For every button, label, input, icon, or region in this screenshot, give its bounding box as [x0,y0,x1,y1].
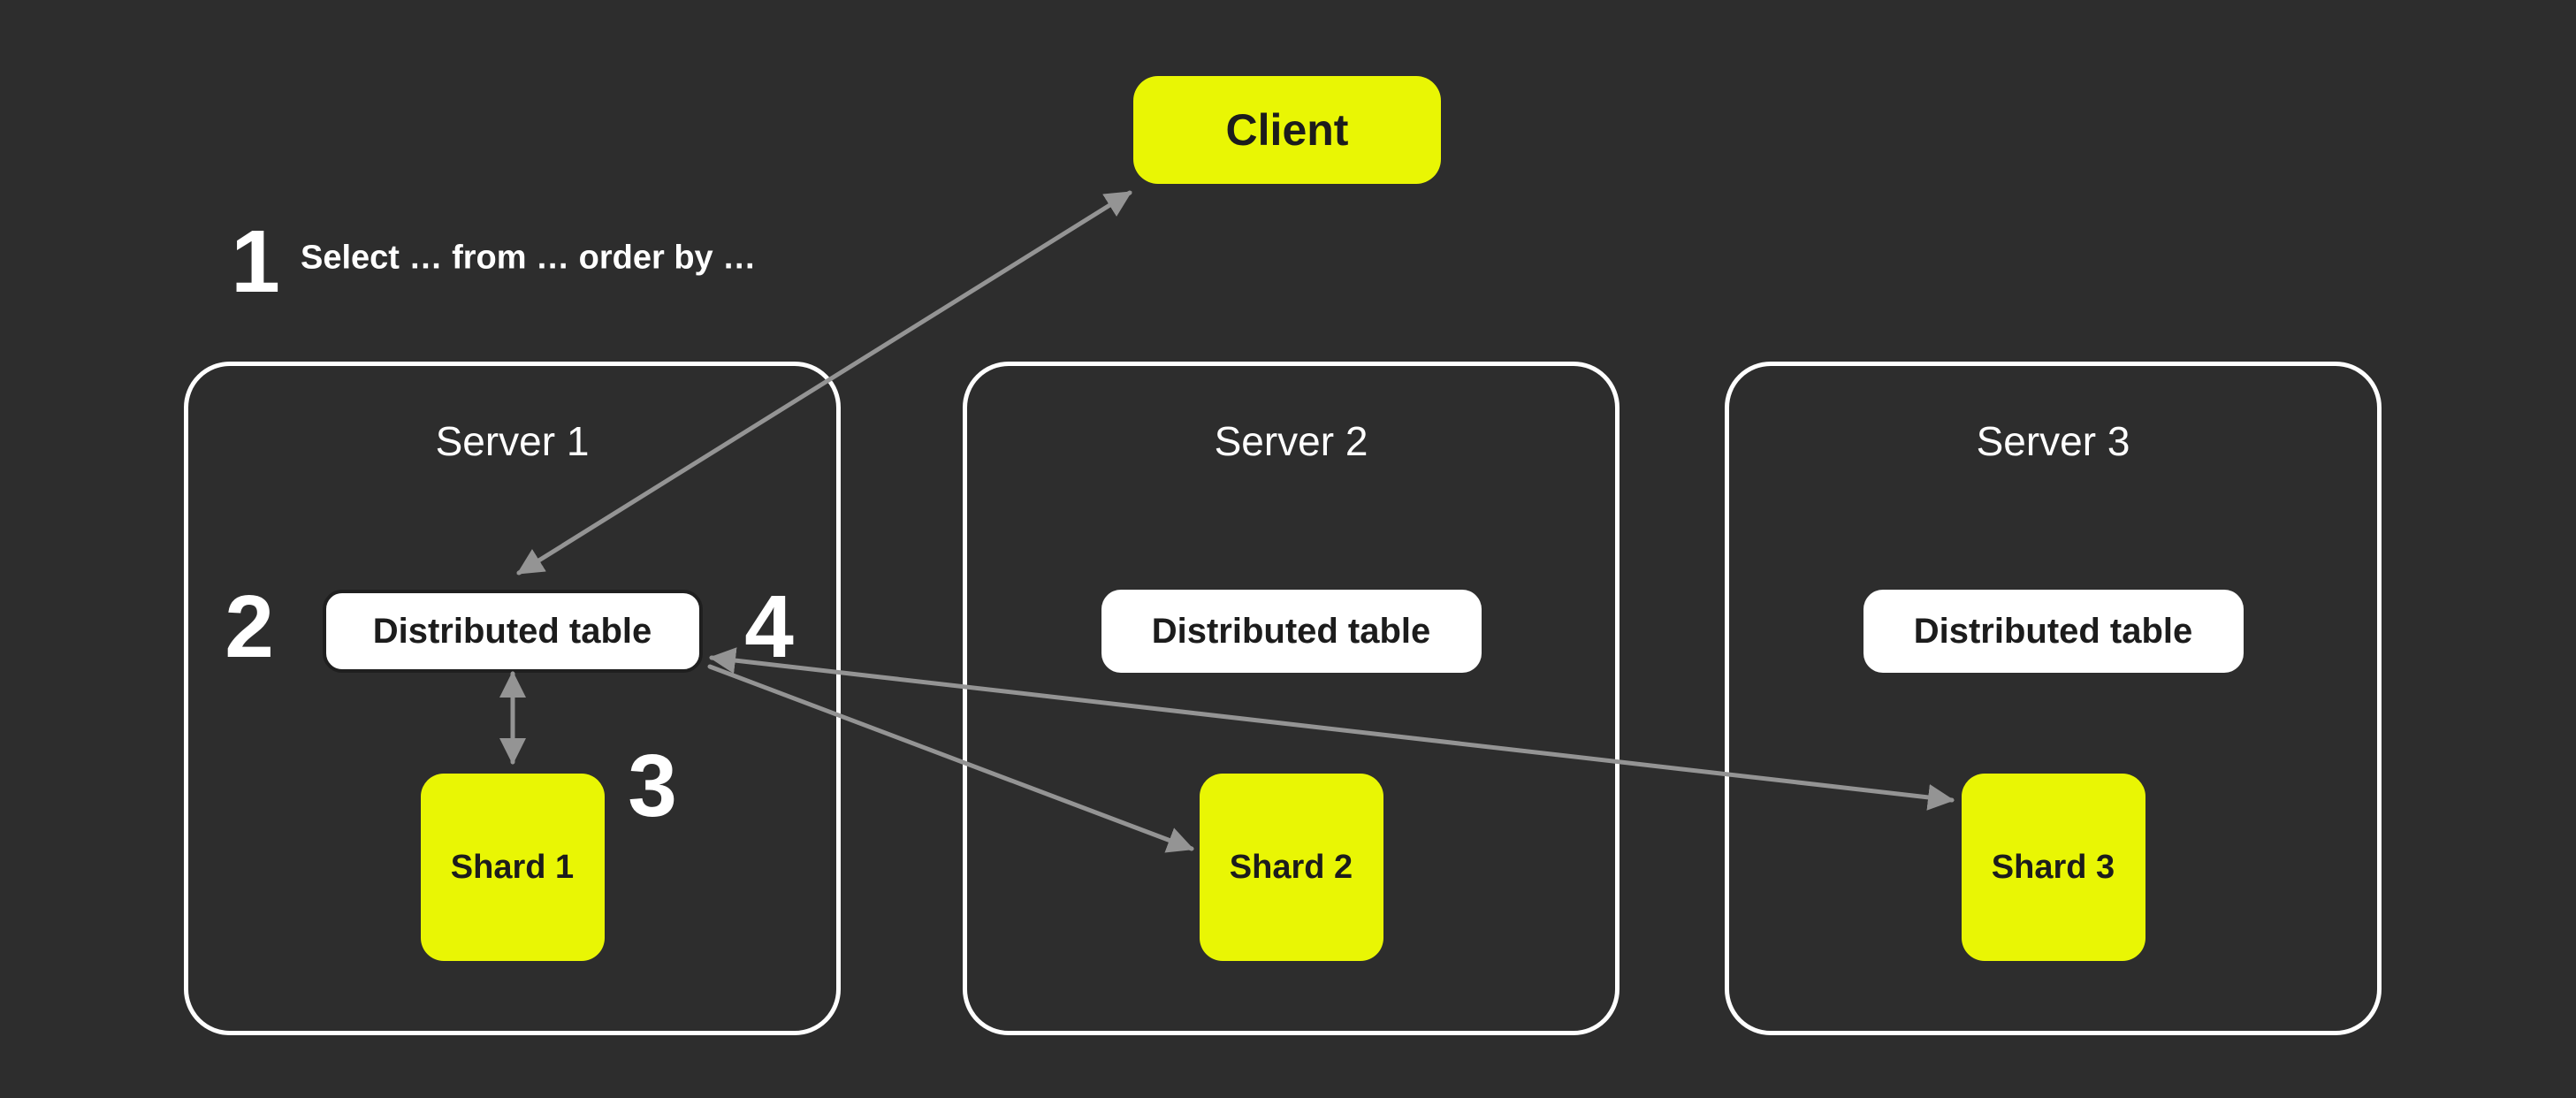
client-label: Client [1225,105,1349,155]
client-node: Client [1133,76,1441,184]
server-1-distributed-table-label: Distributed table [372,611,652,651]
step-1-query-text: Select … from … order by … [301,239,757,277]
server-3-distributed-table: Distributed table [1863,590,2244,673]
server-2-distributed-table-label: Distributed table [1151,611,1431,651]
server-2-title: Server 2 [1214,418,1368,464]
server-3-shard-label: Shard 3 [1991,848,2115,886]
server-3-distributed-table-label: Distributed table [1913,611,2193,651]
step-3-number: 3 [628,736,677,835]
server-3-panel: Server 3 Distributed table Shard 3 [1725,362,2382,1035]
server-1-shard: Shard 1 [420,774,605,961]
server-1-distributed-table: Distributed table [322,590,703,673]
server-1-title: Server 1 [435,418,590,464]
server-3-title: Server 3 [1976,418,2130,464]
server-1-shard-label: Shard 1 [450,848,575,886]
step-2-number: 2 [225,577,274,676]
step-1-number: 1 [231,212,280,311]
server-2-shard-label: Shard 2 [1229,848,1353,886]
server-2-distributed-table: Distributed table [1101,590,1482,673]
step-4-number: 4 [744,577,794,676]
server-1-panel: Server 1 Distributed table Shard 1 [184,362,841,1035]
server-2-panel: Server 2 Distributed table Shard 2 [963,362,1620,1035]
server-2-shard: Shard 2 [1199,774,1383,961]
server-3-shard: Shard 3 [1961,774,2145,961]
